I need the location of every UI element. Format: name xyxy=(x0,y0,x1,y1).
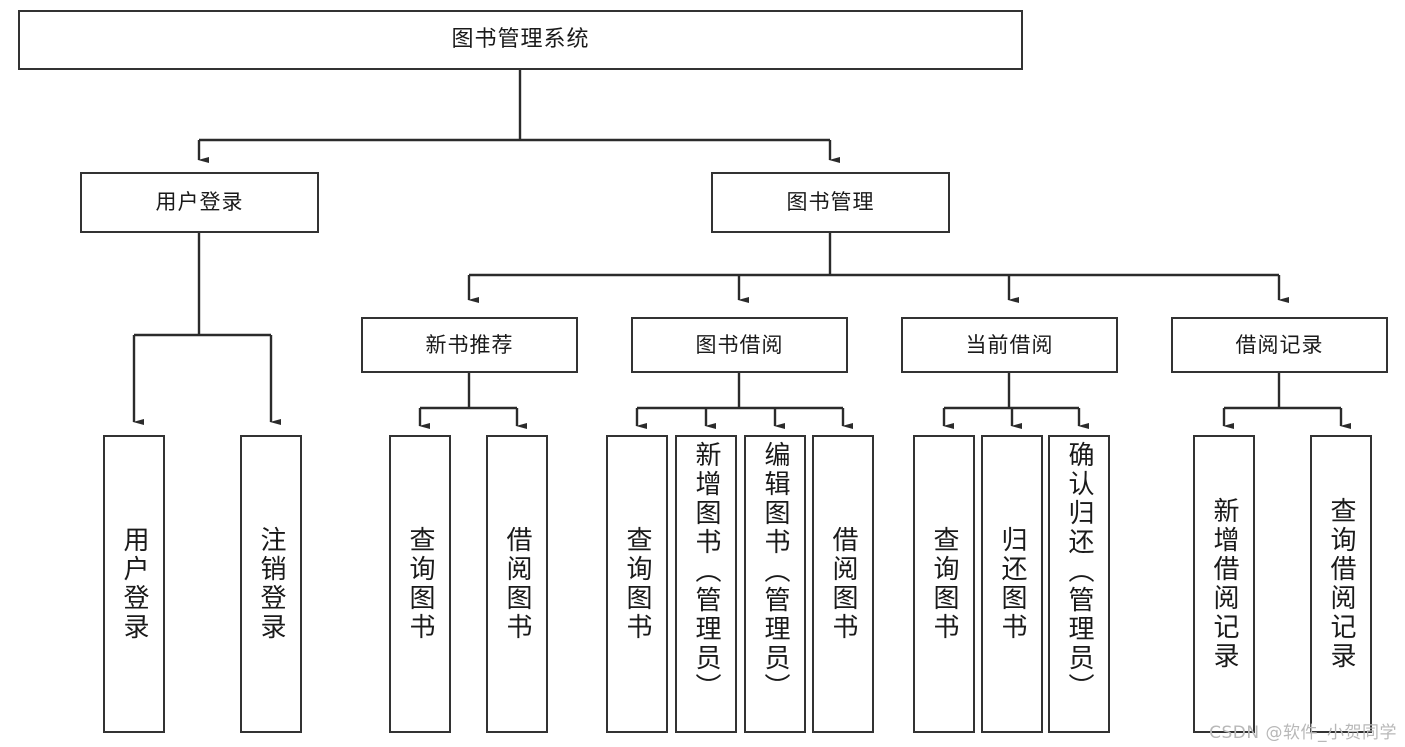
node-label: 图书管理系统 xyxy=(451,27,590,53)
watermark-text: CSDN @软件_小贺同学 xyxy=(1209,723,1397,743)
leaf-query-book-recommend[interactable]: 查询图书 xyxy=(389,435,451,733)
node-book-management[interactable]: 图书管理 xyxy=(711,172,950,233)
node-label: 当前借阅 xyxy=(965,332,1054,357)
node-label: 借阅记录 xyxy=(1235,332,1324,357)
leaf-edit-book-admin[interactable]: 编辑图书（管理员） xyxy=(744,435,806,733)
leaf-label: 用户登录 xyxy=(119,526,150,642)
node-book-management-system[interactable]: 图书管理系统 xyxy=(18,10,1023,70)
node-borrow-record[interactable]: 借阅记录 xyxy=(1171,317,1388,373)
leaf-add-borrow-record[interactable]: 新增借阅记录 xyxy=(1193,435,1255,733)
leaf-add-book-admin[interactable]: 新增图书（管理员） xyxy=(675,435,737,733)
leaf-user-login[interactable]: 用户登录 xyxy=(103,435,165,733)
leaf-query-book-borrow[interactable]: 查询图书 xyxy=(606,435,668,733)
leaf-borrow-book[interactable]: 借阅图书 xyxy=(812,435,874,733)
leaf-logout[interactable]: 注销登录 xyxy=(240,435,302,733)
leaf-label: 借阅图书 xyxy=(502,526,533,642)
leaf-label: 编辑图书（管理员） xyxy=(760,441,791,702)
node-current-borrow[interactable]: 当前借阅 xyxy=(901,317,1118,373)
node-new-book-recommend[interactable]: 新书推荐 xyxy=(361,317,578,373)
leaf-label: 确认归还（管理员） xyxy=(1064,441,1095,702)
leaf-label: 归还图书 xyxy=(997,526,1028,642)
leaf-query-borrow-record[interactable]: 查询借阅记录 xyxy=(1310,435,1372,733)
leaf-label: 查询图书 xyxy=(622,526,653,642)
node-book-borrow[interactable]: 图书借阅 xyxy=(631,317,848,373)
node-label: 用户登录 xyxy=(155,190,244,215)
leaf-query-book-current[interactable]: 查询图书 xyxy=(913,435,975,733)
leaf-label: 借阅图书 xyxy=(828,526,859,642)
leaf-label: 注销登录 xyxy=(256,526,287,642)
leaf-label: 查询图书 xyxy=(929,526,960,642)
leaf-label: 查询图书 xyxy=(405,526,436,642)
leaf-return-book[interactable]: 归还图书 xyxy=(981,435,1043,733)
leaf-label: 新增借阅记录 xyxy=(1209,497,1240,671)
leaf-borrow-book-recommend[interactable]: 借阅图书 xyxy=(486,435,548,733)
node-label: 图书管理 xyxy=(786,190,875,215)
node-label: 图书借阅 xyxy=(695,332,784,357)
node-user-login[interactable]: 用户登录 xyxy=(80,172,319,233)
leaf-label: 查询借阅记录 xyxy=(1326,497,1357,671)
leaf-confirm-return-admin[interactable]: 确认归还（管理员） xyxy=(1048,435,1110,733)
leaf-label: 新增图书（管理员） xyxy=(691,441,722,702)
node-label: 新书推荐 xyxy=(425,332,514,357)
